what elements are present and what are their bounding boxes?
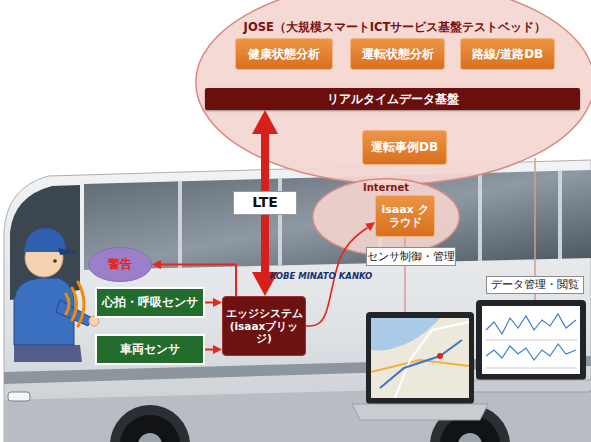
bus-headlight <box>8 392 30 401</box>
sensor-link <box>205 349 213 351</box>
bus-body <box>4 160 591 442</box>
laptop-map <box>352 312 488 420</box>
sensor-name: 車両センサ <box>120 343 180 357</box>
sensor-box: 心拍・呼吸センサ <box>95 287 205 318</box>
alert-ellipse: 警告 <box>88 247 152 282</box>
ellipse-shape <box>89 248 152 282</box>
band-name: リアルタイムデータ基盤 <box>327 92 459 106</box>
platform-ellipse: JOSE（大規模スマートICTサービス基盤テストベッド） 健康状態分析 運転状態分析… <box>195 0 591 185</box>
link-label: LTE <box>233 191 297 215</box>
bus-side-windows <box>84 170 591 270</box>
wheel-hub <box>138 433 162 442</box>
driver-legs <box>14 345 82 362</box>
laptop-bezel <box>366 312 474 404</box>
flow-label: センサ制御・管理 <box>366 247 456 266</box>
sensing-wave <box>72 288 77 320</box>
ellipse-shape <box>313 179 460 256</box>
service-box: 運転状態分析 <box>350 38 445 70</box>
laptop-chart <box>466 300 591 392</box>
wheel <box>120 415 180 442</box>
driver-figure <box>14 228 99 362</box>
window-pillar <box>558 171 562 259</box>
database-name: 運転事例DB <box>371 140 438 154</box>
edge-system-box: エッジシステム (isaaxブリッジ) <box>222 296 306 356</box>
wheel-arch <box>110 405 190 442</box>
sensor-link <box>205 302 213 304</box>
laptop-bezel <box>476 300 586 380</box>
chart-line <box>486 344 576 360</box>
service-name: 運転状態分析 <box>362 47 434 61</box>
flow-label: データ管理・閲覧 <box>486 276 584 294</box>
data-platform-band: リアルタイムデータ基盤 <box>205 88 580 110</box>
sensing-waves <box>66 282 84 326</box>
alert-text: 警告 <box>108 257 132 271</box>
map-road <box>395 322 469 398</box>
service-box: 健康状態分析 <box>235 38 333 70</box>
cloud-box: isaax クラウド <box>375 195 435 237</box>
driver-eye <box>53 259 57 263</box>
cloud-name: isaax クラウド <box>376 203 434 229</box>
service-name: 健康状態分析 <box>248 47 320 61</box>
sensor-box: 車両センサ <box>95 334 205 365</box>
sensing-wave <box>66 294 69 314</box>
window-pillar <box>178 181 182 268</box>
chart-line <box>486 314 576 334</box>
window-pillar <box>478 173 482 261</box>
alert-link <box>161 265 236 297</box>
window-pillars <box>180 171 560 268</box>
chart-axis <box>486 368 577 369</box>
sensor-name: 心拍・呼吸センサ <box>102 296 198 310</box>
sensing-wave <box>78 282 84 326</box>
database-name: 路線/道路DB <box>472 47 544 61</box>
laptop-screen <box>482 306 580 374</box>
group-title: JOSE（大規模スマートICTサービス基盤テストベッド） <box>195 21 591 35</box>
bus-livery-text: KOBE MINATO KANKO <box>270 270 372 283</box>
database-box: 運転事例DB <box>362 130 447 165</box>
driver-cap-visor <box>58 248 78 255</box>
database-box: 路線/道路DB <box>460 38 555 70</box>
ellipse-shape <box>196 0 591 184</box>
laptop-screen <box>371 318 469 398</box>
group-title: Internet <box>312 182 460 194</box>
system-name: エッジシステム (isaaxブリッジ) <box>223 307 305 345</box>
bus-illustration <box>4 160 591 442</box>
internet-ellipse: Internet isaax クラウド <box>312 178 460 256</box>
laptop-base <box>352 404 488 420</box>
chart-axis <box>486 340 577 341</box>
wheel-hub <box>458 433 482 442</box>
laptop-base <box>466 380 591 392</box>
map-route <box>380 340 462 388</box>
map-marker <box>437 353 443 359</box>
